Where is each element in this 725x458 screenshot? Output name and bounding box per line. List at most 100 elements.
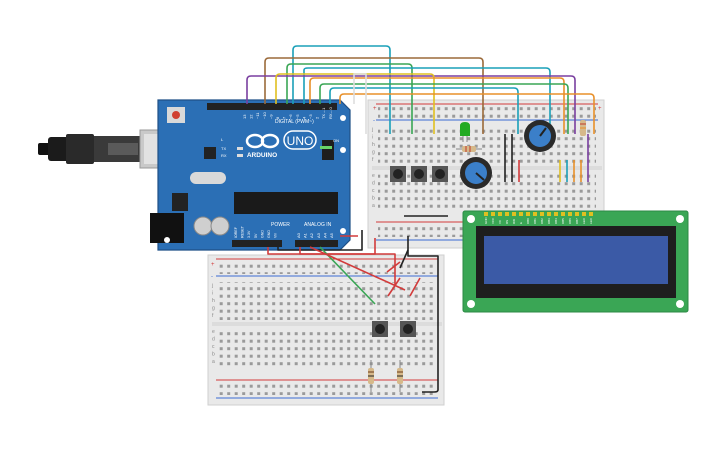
digital-pin-label: ~11 bbox=[255, 112, 260, 119]
wire-gnd-return bbox=[407, 236, 439, 393]
lcd-pin-label: RW bbox=[512, 219, 516, 224]
on-label: ON bbox=[333, 138, 339, 143]
bottom-bb-minus: - bbox=[211, 274, 213, 280]
pushbutton-2[interactable] bbox=[411, 166, 427, 182]
bottom-bb-plus: + bbox=[211, 262, 215, 268]
power-pin-label: IOREF bbox=[234, 226, 238, 238]
lcd-pin[interactable] bbox=[568, 212, 572, 216]
analog-pin-label: A1 bbox=[303, 232, 308, 238]
wire-orange bbox=[309, 77, 565, 134]
wire-cyan-3 bbox=[329, 87, 519, 134]
lcd-pin[interactable] bbox=[589, 212, 593, 216]
wire-a2 bbox=[309, 246, 406, 291]
arduino-uno-board[interactable]: UNO ARDUINO DIGITAL (PWM~) POWER ANALOG … bbox=[150, 99, 351, 251]
lcd-pin[interactable] bbox=[491, 212, 495, 216]
bottom-board-components bbox=[368, 321, 416, 392]
lcd-screen bbox=[484, 236, 668, 284]
analog-pin-label: A4 bbox=[322, 232, 327, 238]
digital-pin-label: 2 bbox=[315, 116, 320, 119]
power-pin-label: 5V bbox=[254, 233, 258, 238]
potentiometer-1[interactable] bbox=[460, 157, 492, 189]
analog-pin-label: A2 bbox=[309, 232, 314, 238]
lcd-pin[interactable] bbox=[526, 212, 530, 216]
row-letter: a bbox=[372, 203, 375, 209]
lcd-pin-label: DB3 bbox=[547, 218, 551, 224]
pushbutton-3[interactable] bbox=[432, 166, 448, 182]
power-label: POWER bbox=[271, 222, 290, 228]
lcd-pin[interactable] bbox=[554, 212, 558, 216]
digital-pin-label: 13 bbox=[242, 114, 247, 119]
top-bb-minus: - bbox=[373, 118, 375, 124]
digital-pin-label: TX→1 bbox=[321, 107, 326, 119]
digital-pin-label: ~6 bbox=[288, 114, 293, 119]
lcd-pin-label: DB2 bbox=[540, 218, 544, 224]
digital-header bbox=[207, 103, 337, 110]
tx-label: TX bbox=[221, 146, 226, 151]
row-letter: d bbox=[212, 337, 215, 343]
row-letter: g bbox=[212, 306, 215, 312]
resistor-4 bbox=[397, 360, 403, 392]
lcd-pin[interactable] bbox=[498, 212, 502, 216]
row-letter: i bbox=[212, 291, 213, 297]
lcd-pin-label: DB7 bbox=[575, 218, 579, 224]
lcd-pin[interactable] bbox=[582, 212, 586, 216]
row-letter: b bbox=[212, 352, 215, 358]
row-letter: h bbox=[372, 142, 375, 148]
row-letter: f bbox=[212, 313, 214, 319]
atmega-chip bbox=[234, 192, 338, 214]
resistor-2 bbox=[580, 120, 586, 136]
analog-header bbox=[295, 240, 338, 247]
top-bb-plus-r: + bbox=[598, 106, 602, 112]
potentiometer-2[interactable] bbox=[524, 120, 556, 152]
pushbutton-5[interactable] bbox=[400, 321, 416, 337]
lcd-pin[interactable] bbox=[512, 212, 516, 216]
lcd-pin-label: LED bbox=[589, 217, 593, 224]
lcd-pin[interactable] bbox=[561, 212, 565, 216]
lcd-pin[interactable] bbox=[505, 212, 509, 216]
rx-label: RX bbox=[221, 153, 227, 158]
analog-pin-label: A0 bbox=[296, 232, 301, 238]
lcd-pin-label: DB4 bbox=[554, 218, 558, 224]
wire-gnd bbox=[277, 230, 363, 251]
lcd-pin-label: DB1 bbox=[533, 218, 537, 224]
wire-white bbox=[353, 73, 367, 134]
row-letter: j bbox=[371, 127, 373, 133]
lcd-pin[interactable] bbox=[519, 212, 523, 216]
row-letter: c bbox=[372, 188, 375, 194]
digital-pin-label: RX←0 bbox=[328, 106, 333, 119]
lcd-pin-label: DB0 bbox=[526, 218, 530, 224]
lcd-pin[interactable] bbox=[540, 212, 544, 216]
digital-pin-label: 8 bbox=[275, 116, 280, 119]
lcd-pin[interactable] bbox=[484, 212, 488, 216]
lcd-pin[interactable] bbox=[547, 212, 551, 216]
analog-pin-label: A3 bbox=[316, 232, 321, 238]
digital-pin-label: ~5 bbox=[295, 114, 300, 119]
wire-cyan-2 bbox=[303, 67, 551, 134]
resistor-1 bbox=[456, 146, 482, 152]
row-letter: g bbox=[372, 150, 375, 156]
wires bbox=[246, 45, 595, 393]
lcd-pin[interactable] bbox=[533, 212, 537, 216]
brand-label: ARDUINO bbox=[247, 152, 277, 159]
pushbutton-4[interactable] bbox=[372, 321, 388, 337]
model-label: UNO bbox=[287, 134, 314, 148]
lcd-pin[interactable] bbox=[575, 212, 579, 216]
lcd-pin-label: RS bbox=[505, 220, 509, 224]
wire-cyan-1 bbox=[292, 45, 391, 134]
wire-green bbox=[286, 63, 413, 134]
lcd-pin-label: VCC bbox=[491, 217, 495, 224]
arduino-logo-icon bbox=[245, 133, 280, 149]
row-letter: b bbox=[372, 196, 375, 202]
pushbutton-1[interactable] bbox=[390, 166, 406, 182]
power-pin-label: RESET bbox=[241, 225, 245, 238]
wire-purple bbox=[246, 75, 576, 134]
wire-a0 bbox=[299, 247, 396, 286]
